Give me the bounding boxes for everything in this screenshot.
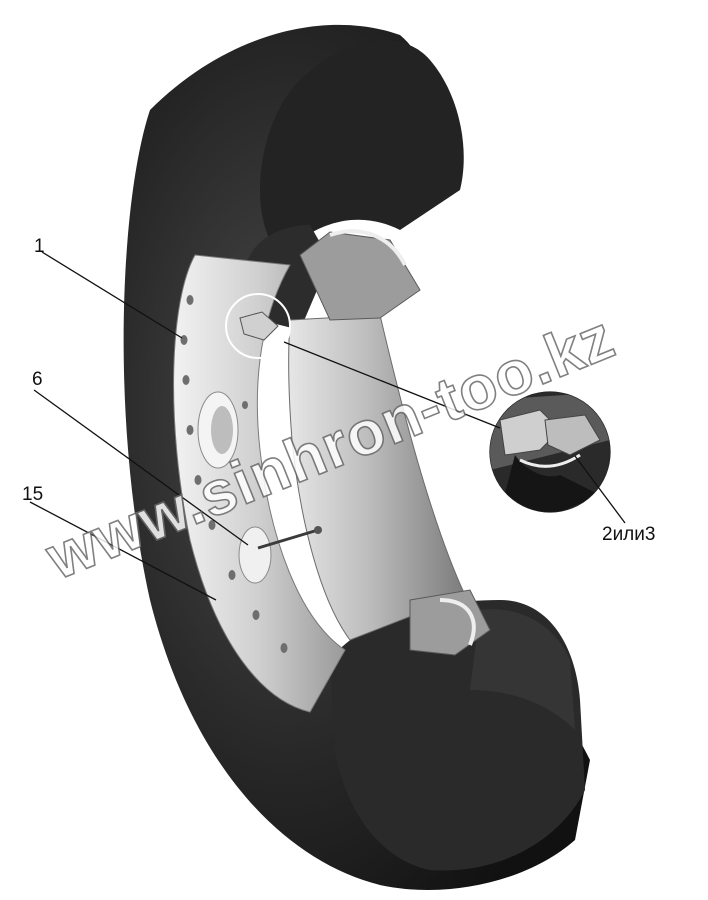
tire — [123, 24, 591, 890]
valve-stem — [257, 528, 319, 550]
detail-source-circle — [225, 293, 291, 359]
callout-1: 1 — [34, 236, 45, 257]
callout-6: 6 — [32, 369, 43, 390]
leader-lines — [29, 251, 626, 601]
magnified-detail — [489, 391, 611, 513]
wheel-rim — [173, 229, 491, 713]
callout-15: 15 — [22, 484, 43, 505]
callout-2or3: 2или3 — [602, 524, 655, 545]
